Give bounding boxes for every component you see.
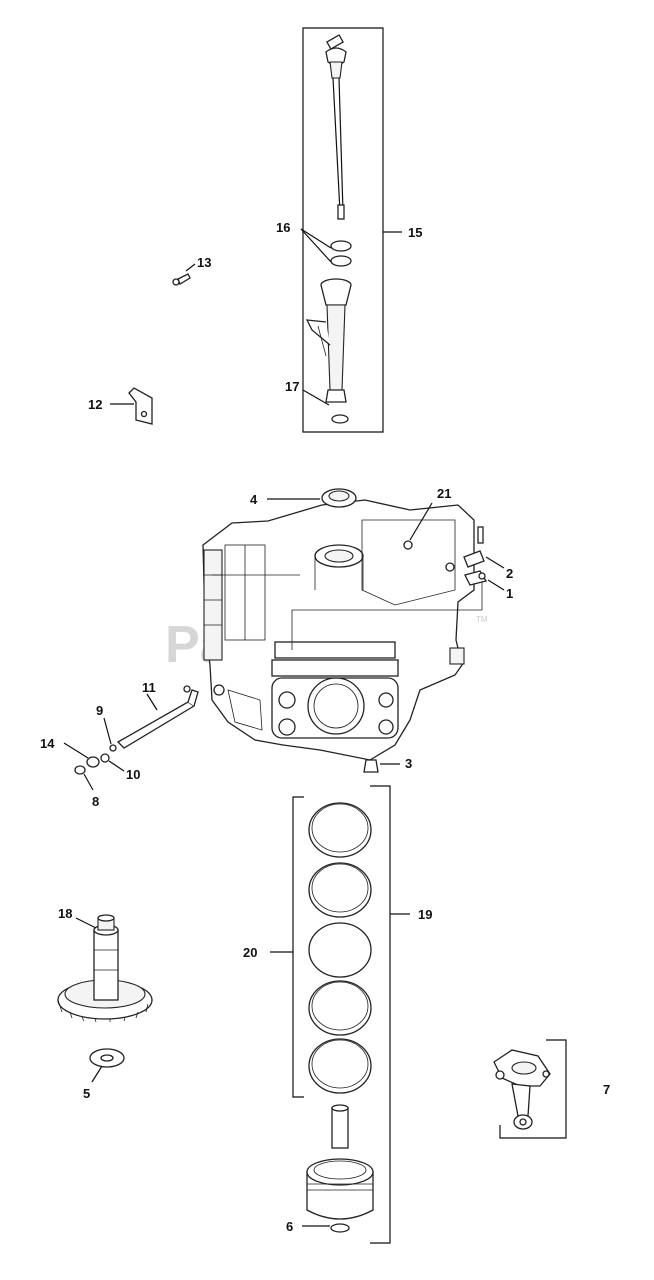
leader-5 [91, 1065, 103, 1083]
callout-12[interactable]: 12 [88, 397, 102, 412]
leader-14 [63, 742, 89, 759]
leader-9 [103, 717, 112, 745]
leader-18 [75, 917, 97, 929]
callout-3[interactable]: 3 [405, 756, 412, 771]
piston-group: 19 20 6 [243, 785, 432, 1244]
leader-17 [302, 389, 330, 406]
leader-8 [83, 773, 94, 791]
o-ring-pair[interactable] [330, 240, 352, 267]
dowel-part-1[interactable] [464, 570, 488, 586]
group-19-bracket [370, 785, 391, 1244]
leader-16b [300, 228, 332, 263]
callout-9[interactable]: 9 [96, 703, 103, 718]
leader-1 [487, 579, 505, 591]
leader-16a [300, 228, 332, 249]
o-ring-17[interactable] [331, 414, 349, 424]
callout-6[interactable]: 6 [286, 1219, 293, 1234]
group-7-bracket [499, 1039, 567, 1139]
callout-8[interactable]: 8 [92, 794, 99, 809]
washer-part-14[interactable] [86, 756, 100, 768]
callout-2[interactable]: 2 [506, 566, 513, 581]
bracket-part-12[interactable] [128, 387, 153, 425]
nut-part-8[interactable] [74, 765, 86, 775]
group-15-bracket [302, 27, 384, 433]
callout-4[interactable]: 4 [250, 492, 258, 507]
tube-part-11[interactable] [116, 685, 199, 749]
retainer-part-6[interactable] [330, 1223, 350, 1233]
watermark-trademark: TM [476, 615, 488, 624]
group-20-bracket [292, 796, 304, 1098]
seal-part-4[interactable] [321, 488, 357, 508]
piston-rings[interactable] [308, 802, 372, 1094]
callout-5[interactable]: 5 [83, 1086, 90, 1101]
leader-13 [185, 263, 196, 272]
dipstick-part[interactable] [325, 34, 347, 220]
plug-part-3[interactable] [363, 759, 379, 773]
leader-2 [485, 556, 505, 569]
callout-18[interactable]: 18 [58, 906, 72, 921]
washer-part-9[interactable] [109, 744, 117, 752]
camshaft-part-18[interactable] [57, 914, 153, 1023]
callout-16[interactable]: 16 [276, 220, 290, 235]
leader-10 [108, 760, 125, 772]
leader-11 [146, 693, 158, 711]
connecting-rod-part-7[interactable] [493, 1049, 551, 1130]
callout-17[interactable]: 17 [285, 379, 299, 394]
callout-20[interactable]: 20 [243, 945, 257, 960]
callout-1[interactable]: 1 [506, 586, 513, 601]
crankcase-part-21[interactable] [202, 499, 483, 761]
callout-11[interactable]: 11 [142, 680, 156, 695]
callout-21[interactable]: 21 [437, 486, 451, 501]
callout-13[interactable]: 13 [197, 255, 211, 270]
callout-10[interactable]: 10 [126, 767, 140, 782]
callout-15[interactable]: 15 [408, 225, 422, 240]
callout-7[interactable]: 7 [603, 1082, 610, 1097]
leader-21 [409, 502, 433, 541]
washer-part-5[interactable] [89, 1048, 125, 1068]
pin-part-2[interactable] [463, 526, 485, 568]
fill-tube-part[interactable] [305, 278, 352, 403]
connecting-rod-group: 7 [493, 1039, 610, 1139]
callout-14[interactable]: 14 [40, 736, 55, 751]
nut-part-10[interactable] [100, 753, 110, 763]
callout-19[interactable]: 19 [418, 907, 432, 922]
piston-pin[interactable] [331, 1104, 349, 1149]
piston[interactable] [306, 1158, 374, 1220]
screw-part-13[interactable] [172, 273, 191, 286]
dipstick-group: 15 16 17 [276, 27, 422, 433]
